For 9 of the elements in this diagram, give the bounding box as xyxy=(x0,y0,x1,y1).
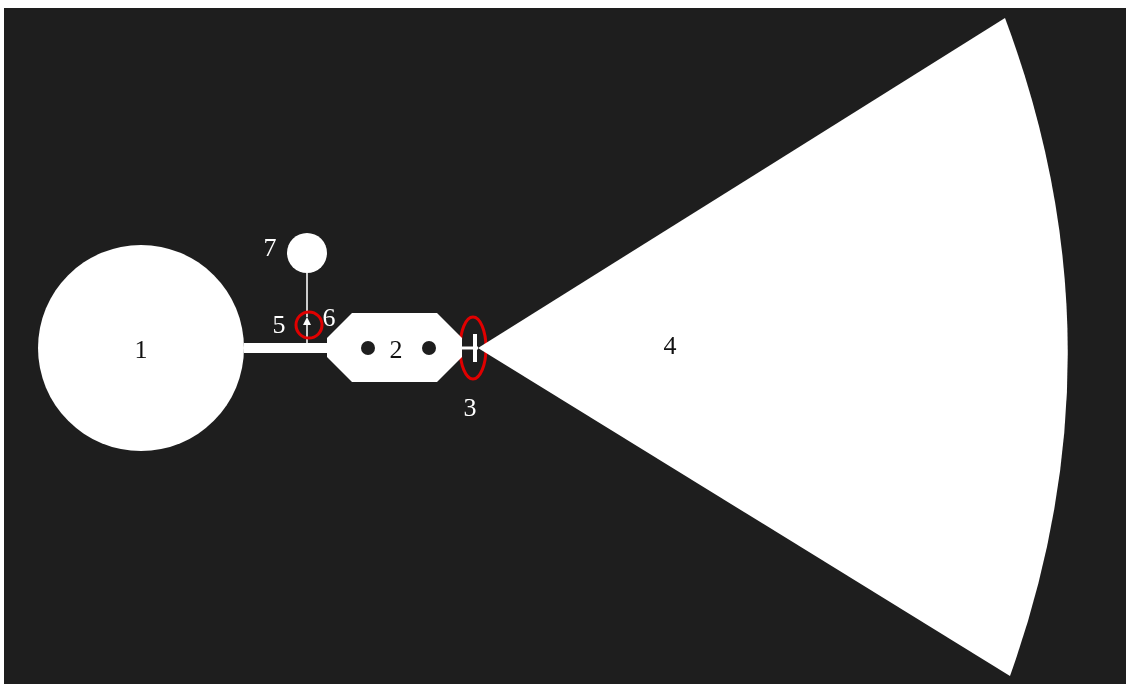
callout-number: 6 xyxy=(322,305,336,331)
callout-number: 7 xyxy=(263,235,277,261)
channel-line xyxy=(244,343,327,353)
node-number: 1 xyxy=(134,337,148,363)
node-number: 4 xyxy=(663,333,677,359)
callout-number: 5 xyxy=(272,312,286,338)
channel-line xyxy=(306,272,308,318)
callout-number: 3 xyxy=(463,395,477,421)
node-number: 2 xyxy=(389,337,403,363)
